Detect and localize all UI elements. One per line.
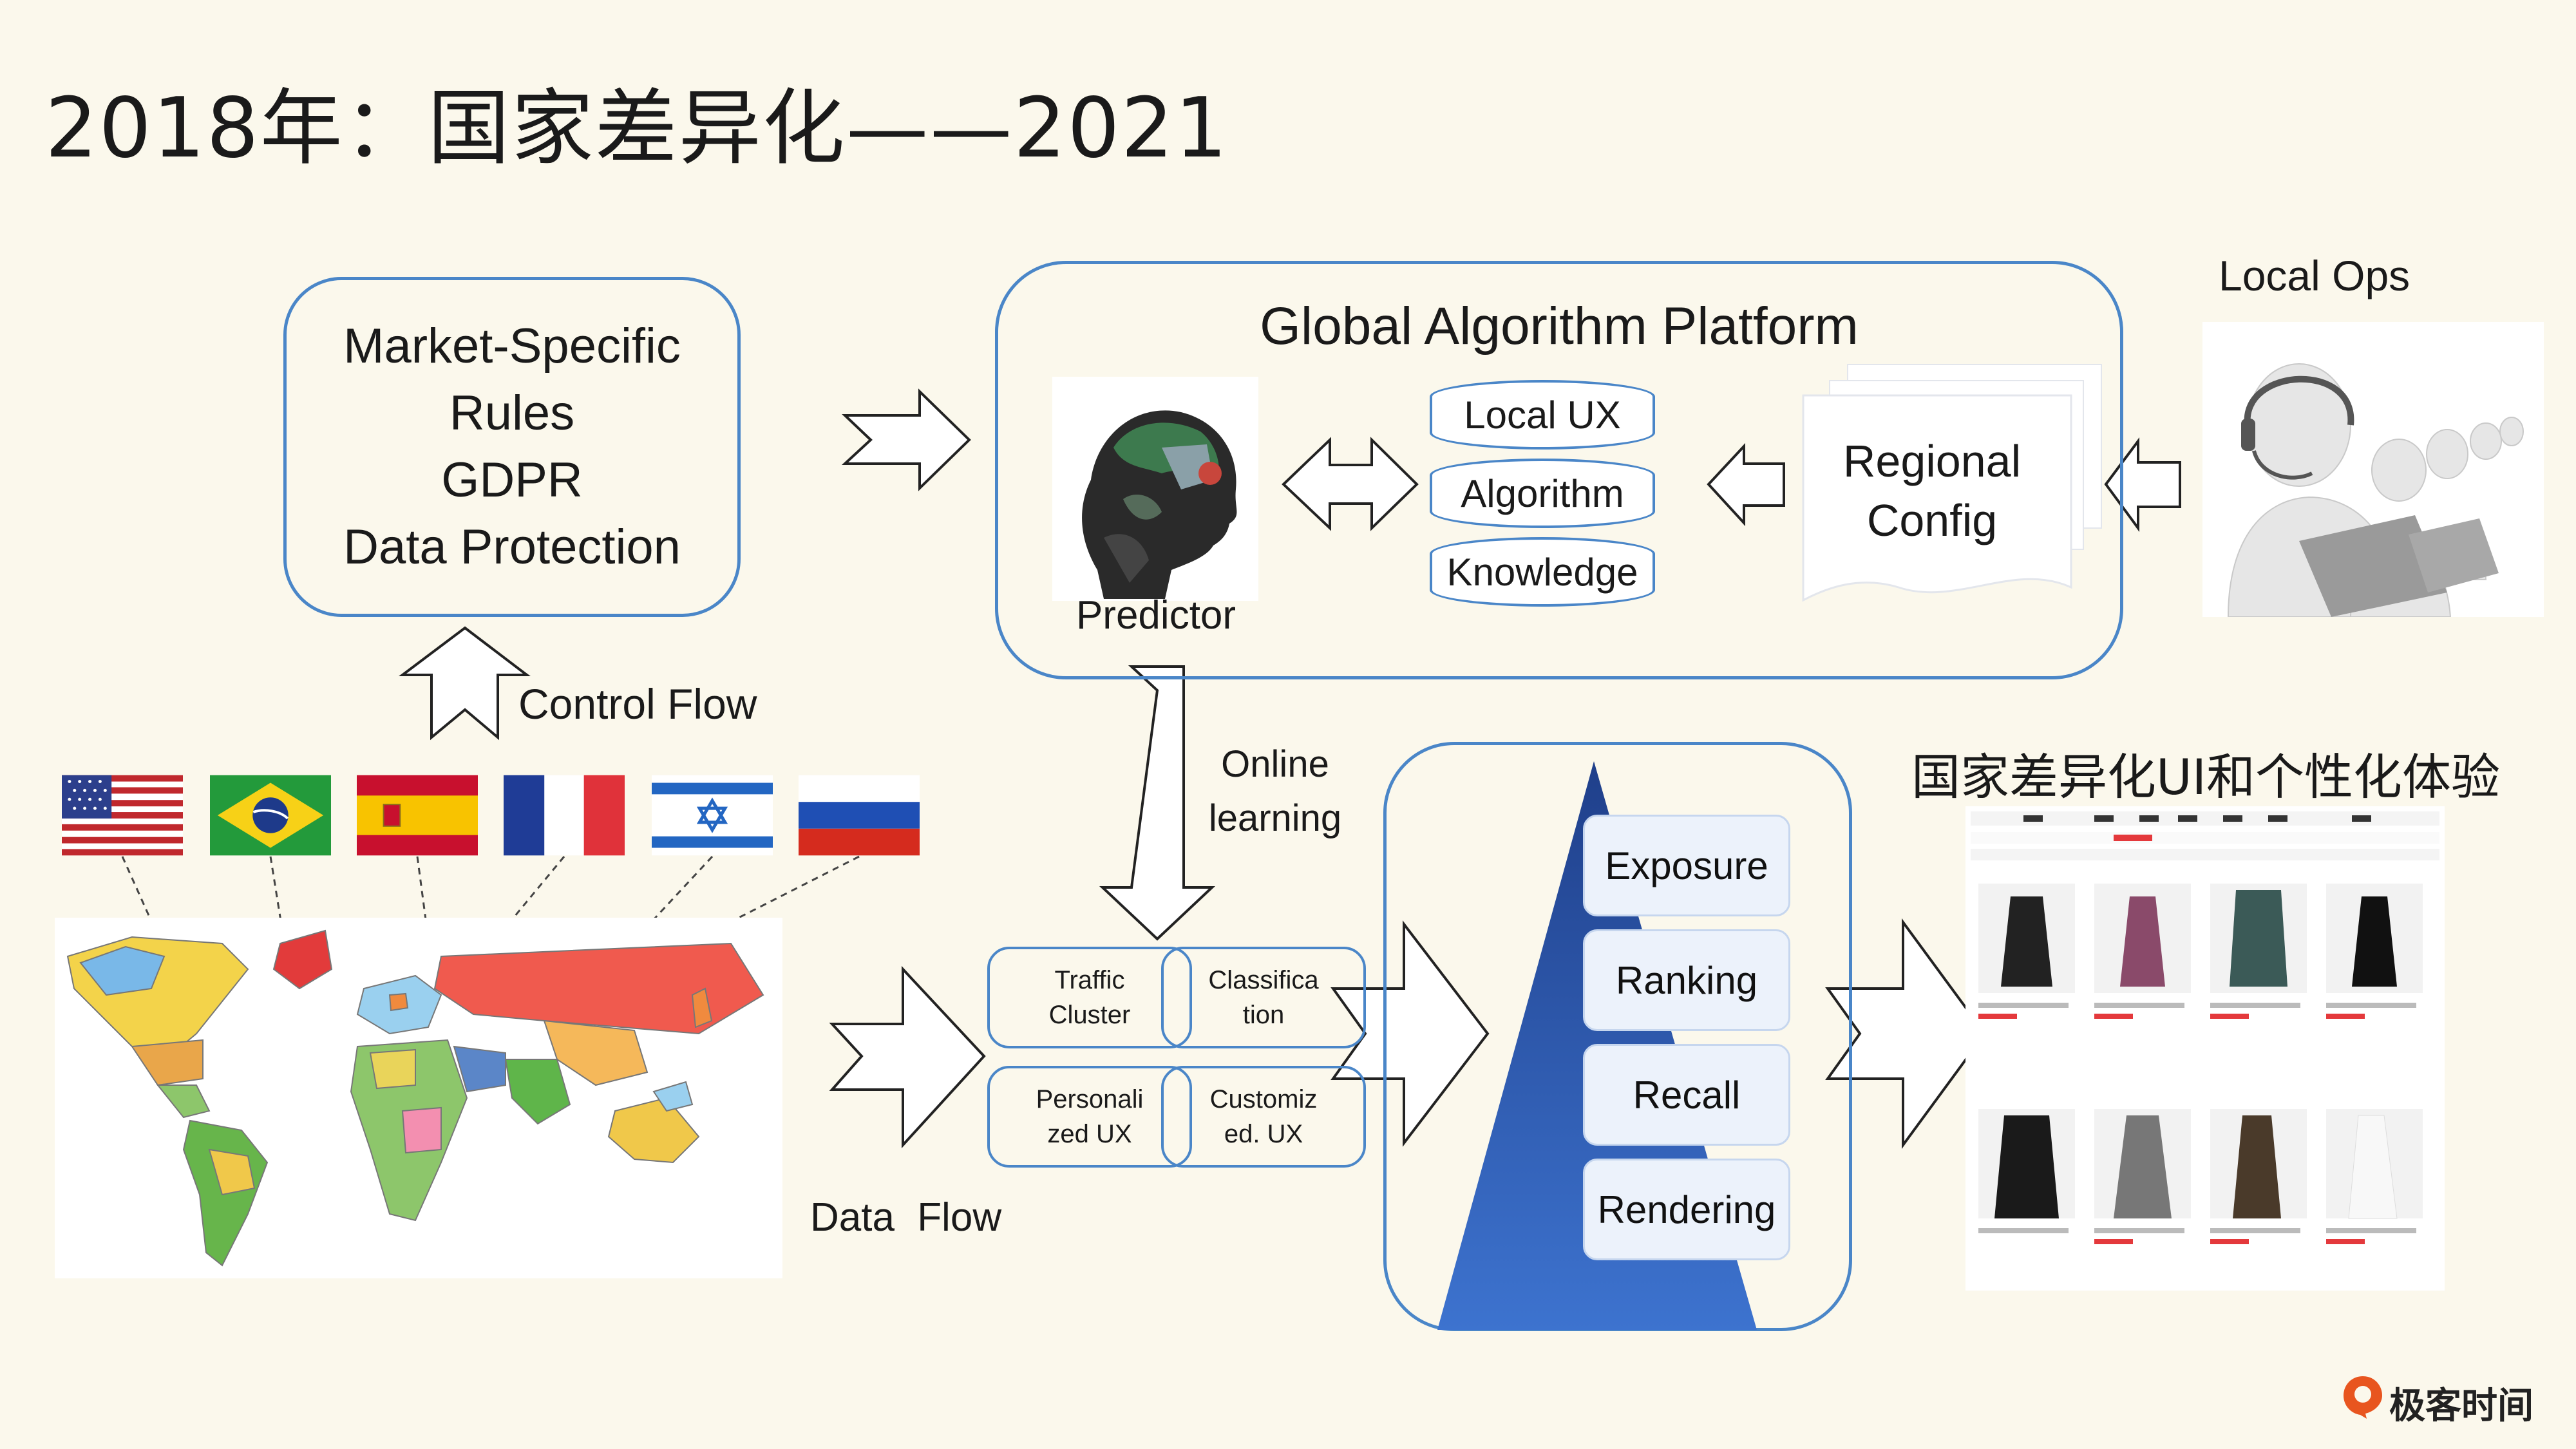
- local-ops-image: [2202, 322, 2544, 618]
- predictor-label: Predictor: [1075, 593, 1236, 638]
- predictor-stack-double-arrow: [1282, 437, 1419, 531]
- online-line-1: Online: [1221, 743, 1329, 785]
- layer-recall: Recall: [1583, 1044, 1790, 1146]
- market-line-3: GDPR: [441, 453, 583, 507]
- ui-section-title: 国家差异化UI和个性化体验: [1911, 748, 2501, 806]
- layer-rendering: Rendering: [1583, 1159, 1790, 1260]
- ops-to-platform-arrow: [2104, 437, 2181, 533]
- classification-line-1: Classifica: [1208, 966, 1319, 994]
- control-flow-label: Control Flow: [518, 680, 757, 728]
- market-line-2: Rules: [449, 386, 575, 440]
- classification-box: Classifica tion: [1161, 947, 1366, 1048]
- local-ops-label: Local Ops: [2219, 252, 2410, 299]
- russia-flag: [799, 775, 920, 856]
- market-line-1: Market-Specific: [343, 319, 681, 374]
- usa-flag: [62, 775, 183, 856]
- france-flag: [504, 775, 625, 856]
- layer-exposure: Exposure: [1583, 815, 1790, 916]
- traffic-line-2: Cluster: [1048, 1001, 1131, 1029]
- stack-algorithm: Algorithm: [1430, 459, 1655, 528]
- online-learning-label: Online learning: [1198, 737, 1352, 846]
- traffic-line-1: Traffic: [1054, 966, 1125, 994]
- geektime-logo-text: 极客时间: [2389, 1385, 2533, 1427]
- ecommerce-screenshot: [1965, 806, 2445, 1291]
- mini-to-funnel-arrow: [1331, 920, 1490, 1147]
- market-line-4: Data Protection: [343, 520, 681, 574]
- regional-config-label: Regional Config: [1803, 431, 2061, 550]
- geektime-logo-icon: [2344, 1376, 2382, 1419]
- regional-line-2: Config: [1866, 495, 1998, 545]
- customized-line-1: Customiz: [1209, 1085, 1318, 1113]
- spain-flag: [357, 775, 478, 856]
- stack-knowledge: Knowledge: [1430, 537, 1655, 607]
- customized-line-2: ed. UX: [1224, 1120, 1303, 1148]
- personalized-line-1: Personali: [1036, 1085, 1144, 1113]
- control-flow-arrow: [399, 626, 531, 741]
- regional-line-1: Regional: [1842, 436, 2022, 486]
- online-line-2: learning: [1208, 797, 1342, 839]
- regional-to-stack-arrow: [1707, 442, 1785, 527]
- data-flow-label: Data Flow: [810, 1195, 1002, 1240]
- market-rules-box: Market-Specific Rules GDPR Data Protecti…: [283, 277, 741, 617]
- customized-ux-box: Customiz ed. UX: [1161, 1066, 1366, 1168]
- data-flow-arrow: [829, 965, 986, 1149]
- stack-local-ux: Local UX: [1430, 380, 1655, 450]
- brazil-flag: [210, 775, 331, 856]
- personalized-line-2: zed UX: [1047, 1120, 1132, 1148]
- classification-line-2: tion: [1242, 1001, 1285, 1029]
- layer-ranking: Ranking: [1583, 929, 1790, 1031]
- platform-title: Global Algorithm Platform: [1260, 297, 1859, 355]
- israel-flag: [652, 775, 773, 856]
- regional-page-front: [1802, 394, 2072, 602]
- personalized-ux-box: Personali zed UX: [987, 1066, 1192, 1168]
- world-map: [55, 918, 782, 1278]
- market-to-platform-arrow: [841, 388, 971, 491]
- global-platform-box: [995, 261, 2123, 679]
- online-learning-arrow: [1099, 665, 1216, 941]
- page-title: 2018年：国家差异化——2021: [45, 80, 1229, 176]
- predictor-head-image: [1052, 377, 1258, 601]
